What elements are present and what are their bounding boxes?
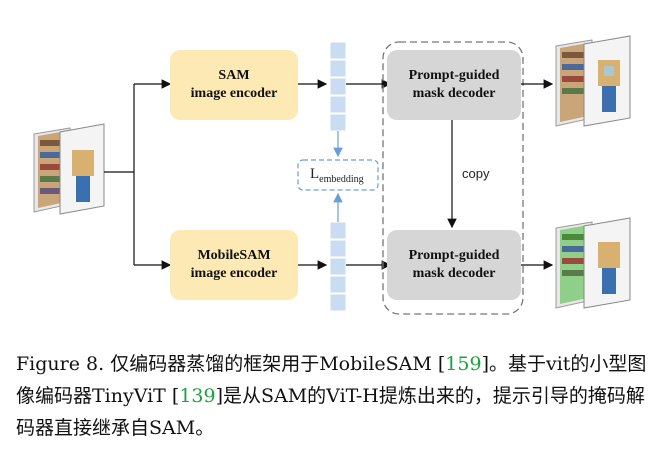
- mobilesam-embedding-column: [329, 221, 347, 312]
- decoder-region: [382, 41, 524, 315]
- sam-encoder-line1: SAM: [218, 68, 250, 83]
- output-image-stack-bottom: [555, 217, 631, 309]
- caption-text-2: ]。基于vit的小型图像编码器TinyViT [: [16, 353, 647, 407]
- decoder-to-output-arrows: [520, 79, 554, 270]
- mask-decoder-top: Prompt-guided mask decoder: [387, 50, 521, 120]
- framework-diagram: SAM image encoder MobileSAM image encode…: [33, 35, 631, 315]
- embedding-loss-box: [297, 159, 379, 191]
- caption-text-3: ]是从SAM的ViT-H提炼出来的，提示引导的掩码解码器直接继承自SAM。: [16, 385, 645, 439]
- decoder-bottom-line1: Prompt-guided: [408, 248, 500, 263]
- decoder-bottom-line2: mask decoder: [412, 266, 496, 281]
- embedding-loss-label: Lembedding: [310, 166, 364, 185]
- copy-label: copy: [462, 166, 490, 181]
- sam-embedding-column: [329, 41, 347, 132]
- mobilesam-image-encoder: MobileSAM image encoder: [170, 230, 298, 300]
- diagram-canvas: [33, 35, 631, 315]
- output-image-stack-top: [555, 35, 631, 127]
- mobilesam-encoder-line1: MobileSAM: [197, 248, 271, 263]
- input-arrows: [104, 79, 172, 270]
- mobilesam-encoder-line2: image encoder: [190, 266, 278, 281]
- loss-subscript: embedding: [319, 174, 364, 185]
- citation-159[interactable]: 159: [445, 353, 482, 375]
- decoder-top-line1: Prompt-guided: [408, 68, 500, 83]
- decoder-top-line2: mask decoder: [412, 86, 496, 101]
- citation-139[interactable]: 139: [179, 385, 216, 407]
- sam-image-encoder: SAM image encoder: [170, 50, 298, 120]
- loss-symbol: L: [310, 166, 320, 182]
- input-image-stack: [33, 123, 105, 215]
- mask-decoder-bottom: Prompt-guided mask decoder: [387, 230, 521, 300]
- caption-text-1: Figure 8. 仅编码器蒸馏的框架用于MobileSAM [: [16, 353, 446, 375]
- figure-caption: Figure 8. 仅编码器蒸馏的框架用于MobileSAM [159]。基于v…: [16, 348, 662, 444]
- encoder-to-embedding-arrows: [298, 79, 328, 270]
- sam-encoder-line2: image encoder: [190, 86, 278, 101]
